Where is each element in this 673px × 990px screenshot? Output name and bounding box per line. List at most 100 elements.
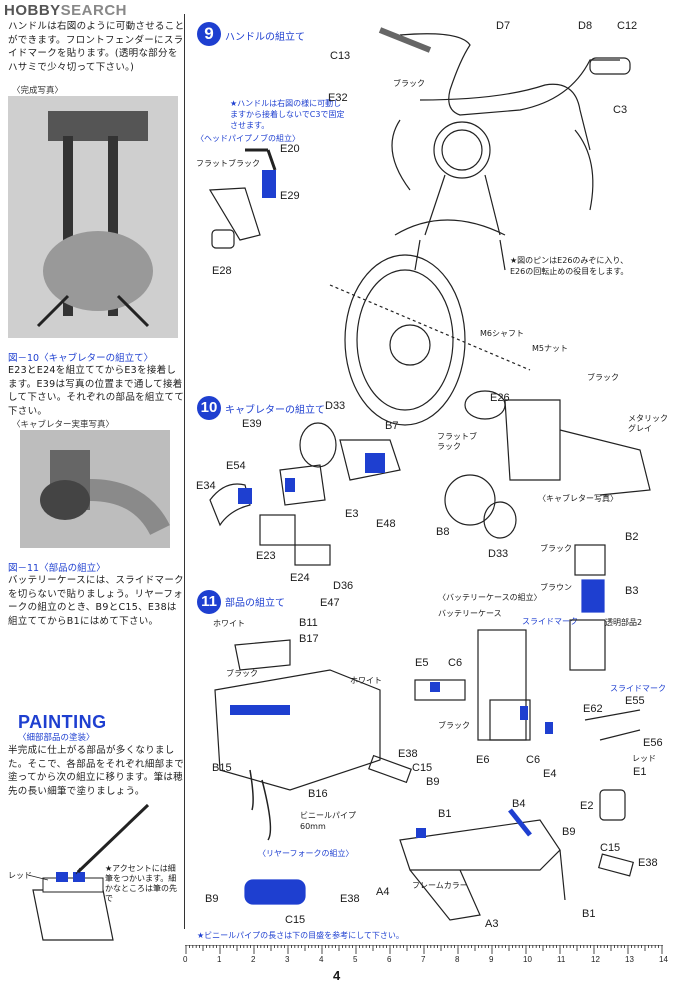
label-C15: C15: [412, 762, 433, 774]
label-C15b: C15: [600, 842, 621, 854]
watermark-suffix: SEARCH: [60, 2, 128, 19]
label-B1b: B1: [582, 908, 596, 920]
label-D36: D36: [333, 580, 354, 592]
step10-title: キャブレターの組立て: [225, 405, 325, 416]
ruler-number: 0: [183, 955, 188, 964]
white-label: ホワイト: [213, 619, 245, 628]
label-C6: C6: [448, 657, 463, 669]
white-label-2: ホワイト: [350, 676, 382, 685]
label-C6b: C6: [526, 754, 541, 766]
frame-color-label: フレームカラー: [412, 881, 468, 890]
label-C3: C3: [613, 104, 628, 116]
label-B11: B11: [299, 617, 318, 629]
black-label-b2: ブラック: [540, 544, 572, 553]
intro-text: ハンドルは右図のように可動させることができます。フロントフェンダーにスライドマー…: [8, 21, 185, 73]
step11-number: 11: [197, 590, 221, 614]
flat-black-label: フラットブラック: [196, 159, 260, 168]
painting-text: 半完成に仕上がる部品が多くなりました。そこで、各部品をそれぞれ細部まで塗ってから…: [8, 745, 185, 797]
shaft-label: M6シャフト: [480, 329, 524, 338]
ruler-number: 14: [659, 955, 668, 964]
label-E28: E28: [212, 265, 232, 277]
label-D33b: D33: [488, 548, 509, 560]
label-E38b: E38: [638, 857, 658, 869]
label-D8: D8: [578, 20, 593, 32]
photo1-caption: 〈完成写真〉: [12, 86, 64, 96]
fig10-text: E23とE24を組立ててからE3を接着します。E39は写真の位置まで通して接着し…: [8, 365, 185, 417]
label-E3: E3: [345, 508, 359, 520]
ruler-number: 4: [319, 955, 324, 964]
clear-part-label: 透明部品2: [605, 618, 643, 627]
carb-photo-caption: 〈キャブレター写真〉: [538, 494, 618, 503]
watermark-prefix: HOBBY: [4, 2, 61, 19]
step10-number: 10: [197, 396, 221, 420]
flat-black-label-10: フラットブラック: [437, 432, 477, 451]
black-label-10: ブラック: [587, 373, 619, 382]
ruler-number: 10: [523, 955, 532, 964]
black-label-9: ブラック: [393, 79, 425, 88]
battery-assy-title: 〈バッテリーケースの組立〉: [438, 593, 542, 602]
head-pipe-title: 〈ヘッドパイプノブの組立〉: [196, 134, 300, 143]
label-E1: E1: [633, 766, 647, 778]
label-E26: E26: [490, 392, 510, 404]
watermark: HOBBYSEARCH: [4, 2, 127, 19]
step9-title: ハンドルの組立て: [225, 32, 305, 43]
label-B9c: B9: [205, 893, 219, 905]
photo2-caption: 〈キャブレター実車写真〉: [12, 420, 115, 430]
fig11-title: 図－11〈部品の組立〉: [8, 563, 106, 574]
label-B4: B4: [512, 798, 526, 810]
ruler-number: 7: [421, 955, 426, 964]
label-E20: E20: [280, 143, 300, 155]
pipe-note: ★ビニールパイプの長さは下の目盛を参考にして下さい。: [197, 931, 404, 940]
ruler-number: 6: [387, 955, 392, 964]
ruler-number: 2: [251, 955, 256, 964]
battery-case-label: バッテリーケース: [438, 609, 502, 618]
black-label-e6: ブラック: [438, 721, 470, 730]
slide-mark-label: スライドマーク: [522, 617, 578, 626]
label-B8: B8: [436, 526, 450, 538]
carburetor-photo: [20, 430, 170, 548]
label-E55: E55: [625, 695, 645, 707]
label-C13: C13: [330, 50, 351, 62]
label-E47: E47: [320, 597, 340, 609]
label-E54: E54: [226, 460, 246, 472]
label-B17: B17: [299, 633, 319, 645]
label-E48: E48: [376, 518, 396, 530]
label-E6: E6: [476, 754, 490, 766]
step11-title: 部品の組立て: [225, 598, 285, 609]
label-E39: E39: [242, 418, 262, 430]
fig11-text: バッテリーケースには、スライドマークを切らないで貼りましょう。リヤーフォークの組…: [8, 575, 184, 627]
label-B2: B2: [625, 531, 639, 543]
metallic-gray-label: メタリックグレイ: [628, 414, 668, 433]
accent-note: ★アクセントには細筆をつかいます。細かなところは筆の先で: [105, 864, 177, 903]
label-C15c: C15: [285, 914, 306, 926]
label-A3: A3: [485, 918, 499, 930]
rear-fork-title: 〈リヤーフォークの組立〉: [258, 849, 354, 858]
brown-label: ブラウン: [540, 583, 572, 592]
label-B9b: B9: [562, 826, 576, 838]
column-divider: [184, 14, 185, 929]
red-label-e56: レッド: [632, 754, 656, 763]
red-label: レッド: [8, 871, 32, 880]
ruler-number: 11: [557, 955, 566, 964]
pin-note: ★図のピンはE26のみぞに入り、E26の回転止めの役目をします。: [510, 256, 629, 276]
label-D7: D7: [496, 20, 511, 32]
complete-photo: [8, 96, 178, 338]
ruler-ticks: [185, 945, 663, 954]
label-B16: B16: [308, 788, 328, 800]
step9-number: 9: [197, 22, 221, 46]
ruler-number: 1: [217, 955, 222, 964]
painting-subtitle: 〈細部部品の塗装〉: [18, 733, 95, 743]
fig10-title: 図－10〈キャブレターの組立て〉: [8, 353, 154, 364]
slide-mark-label-2: スライドマーク: [610, 684, 666, 693]
label-E29: E29: [280, 190, 300, 202]
label-E62: E62: [583, 703, 603, 715]
painting-illustration: [8, 800, 183, 950]
label-E38c: E38: [340, 893, 360, 905]
label-E38: E38: [398, 748, 418, 760]
label-E34: E34: [196, 480, 216, 492]
label-E24: E24: [290, 572, 310, 584]
label-A4: A4: [376, 886, 390, 898]
ruler-number: 9: [489, 955, 494, 964]
label-B3: B3: [625, 585, 639, 597]
ruler-number: 12: [591, 955, 600, 964]
